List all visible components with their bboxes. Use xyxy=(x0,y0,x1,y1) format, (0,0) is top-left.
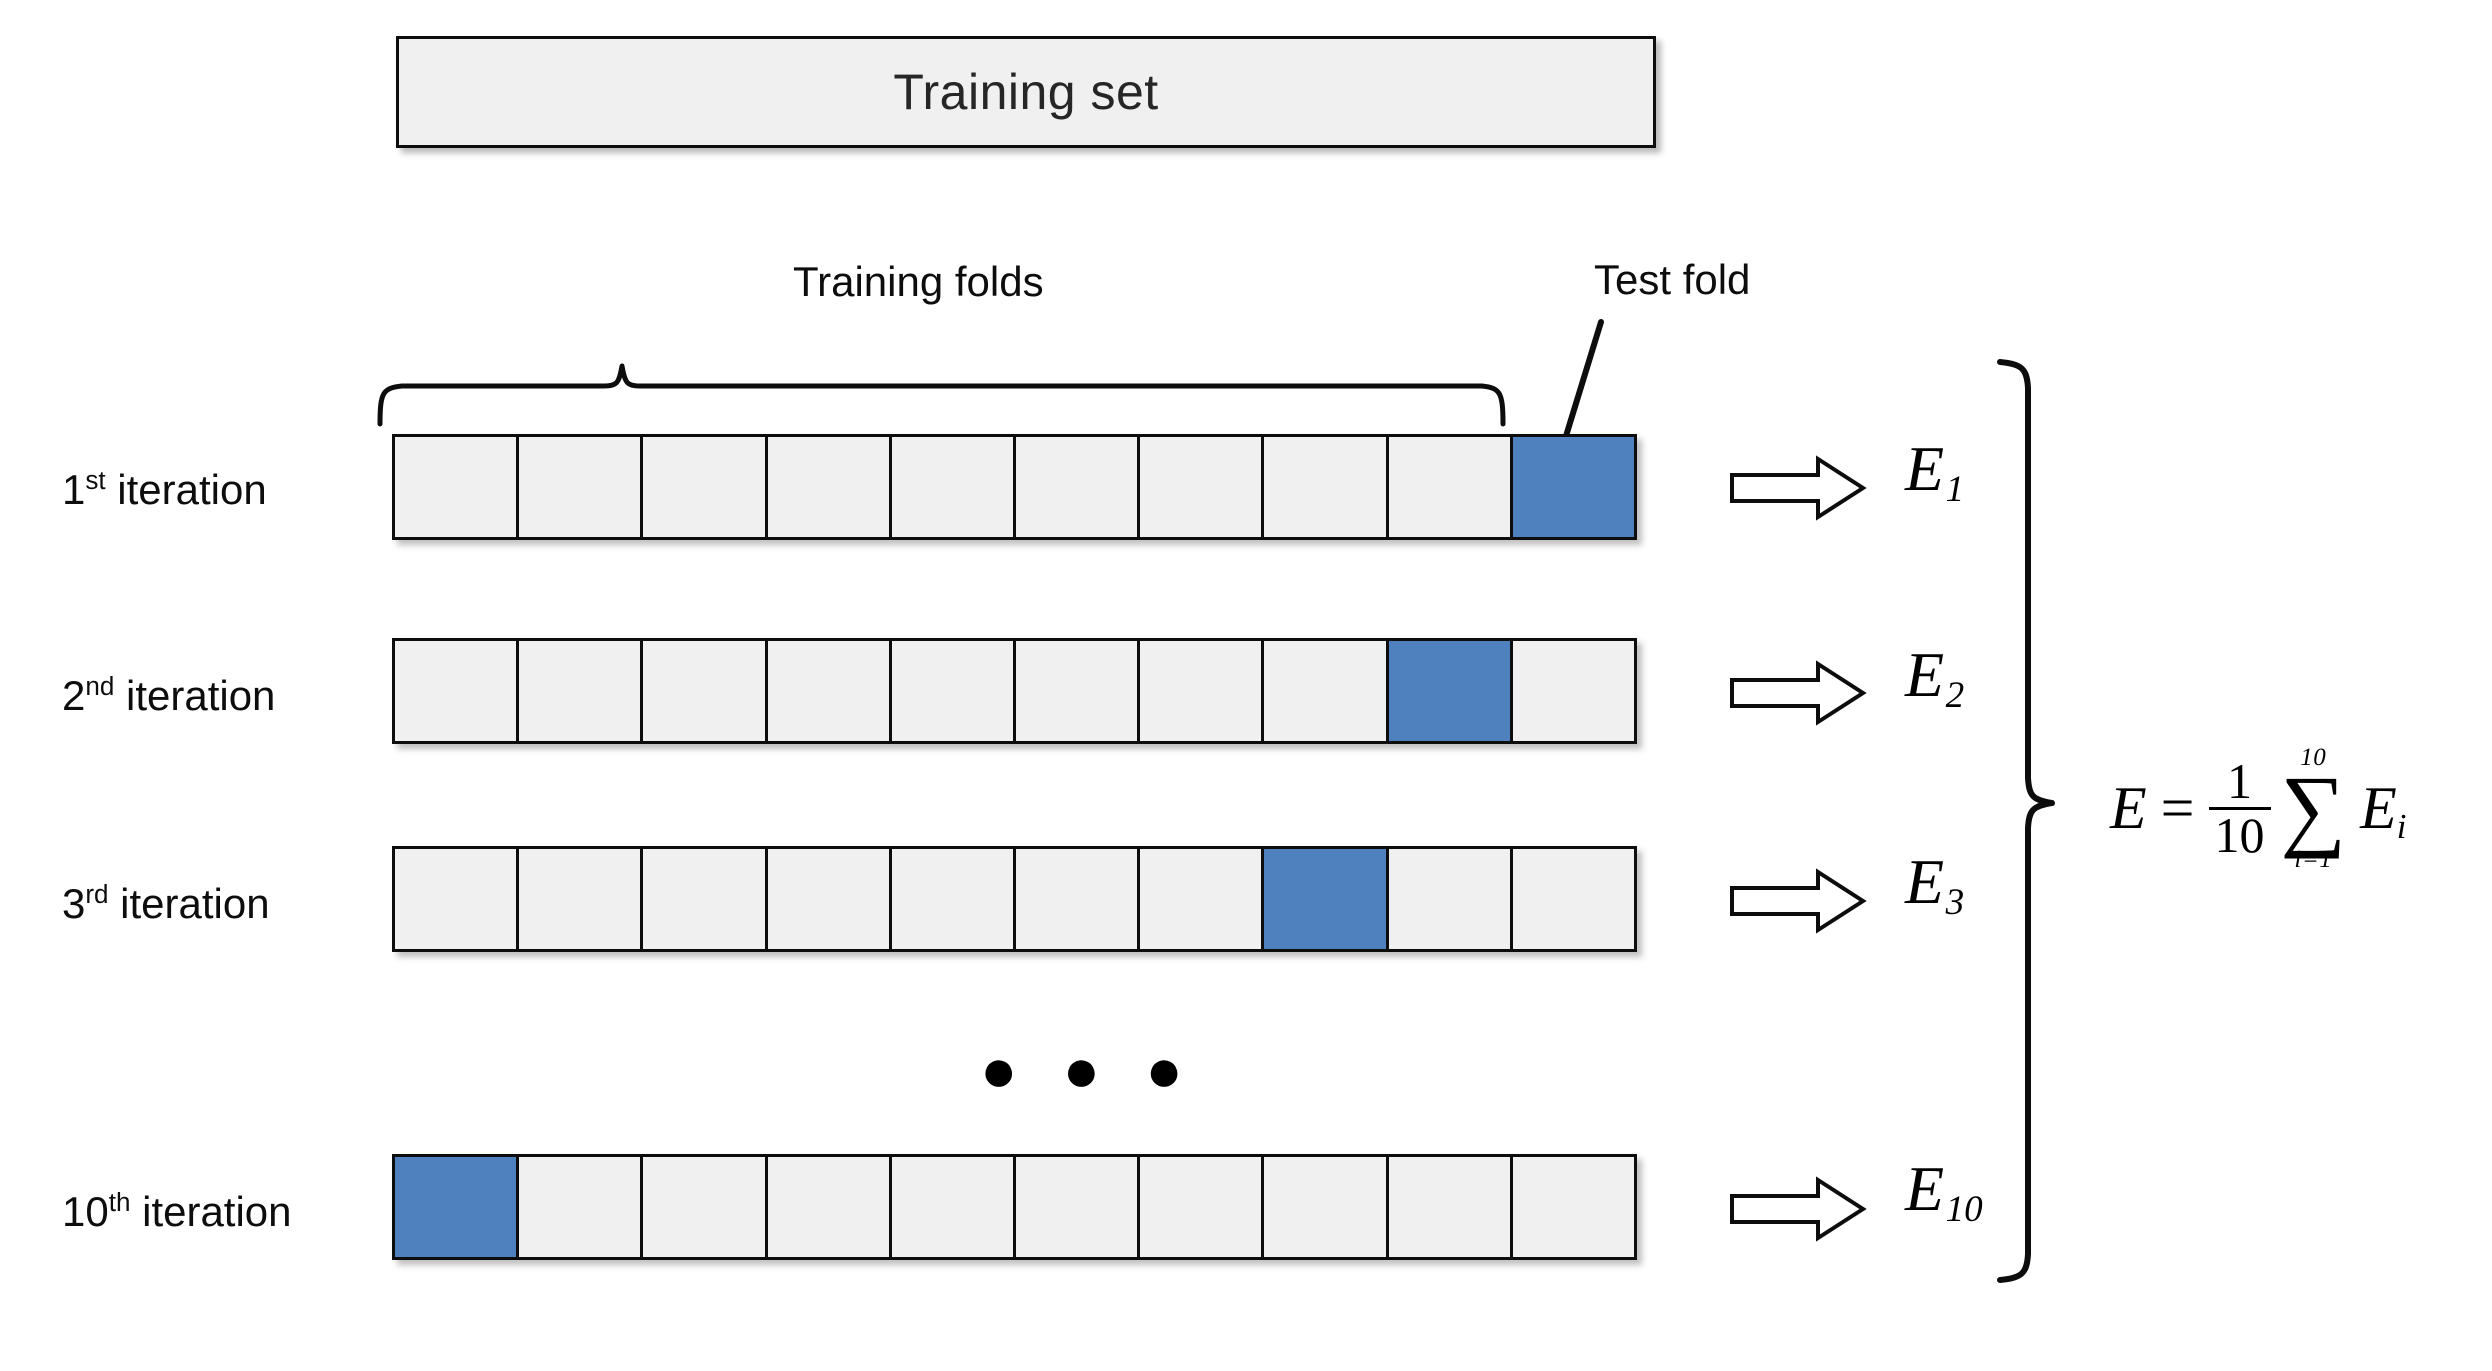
training-fold-cell xyxy=(764,638,892,744)
fold-row-iteration-1 xyxy=(392,434,1637,540)
formula-term: Ei xyxy=(2360,774,2407,847)
training-folds-label: Training folds xyxy=(793,258,1044,305)
test-fold-leader-line xyxy=(1563,319,1604,439)
row-label-10-suffix: iteration xyxy=(130,1188,292,1235)
row-label-10-ordinal: th xyxy=(108,1187,131,1217)
row-label-1-number: 1 xyxy=(62,466,86,513)
error-subscript-10: 10 xyxy=(1945,1189,1983,1231)
training-fold-cell xyxy=(1385,1154,1513,1260)
test-fold-cell xyxy=(1385,638,1513,744)
error-label-iteration-10: E10 xyxy=(1905,1152,1983,1230)
error-subscript-2: 2 xyxy=(1945,675,1965,717)
row-label-iteration-2: 2nd iteration xyxy=(62,672,275,720)
training-fold-cell xyxy=(516,434,644,540)
formula-sum-lower: i=1 xyxy=(2294,845,2333,873)
training-fold-cell xyxy=(888,846,1016,952)
row-label-iteration-10: 10th iteration xyxy=(62,1188,292,1236)
error-symbol-3: E xyxy=(1905,846,1945,917)
training-fold-cell xyxy=(1137,846,1265,952)
row-label-1-ordinal: st xyxy=(85,465,106,495)
training-fold-cell xyxy=(1385,846,1513,952)
training-fold-cell xyxy=(888,434,1016,540)
training-folds-brace xyxy=(377,363,1506,427)
training-fold-cell xyxy=(1385,434,1513,540)
training-fold-cell xyxy=(1261,1154,1389,1260)
training-fold-cell xyxy=(764,434,892,540)
training-fold-cell xyxy=(1509,638,1637,744)
row-label-3-number: 3 xyxy=(62,880,86,927)
formula-fraction: 1 10 xyxy=(2208,752,2271,861)
formula-sum-upper: 10 xyxy=(2300,744,2327,771)
training-fold-cell xyxy=(392,434,520,540)
training-fold-cell xyxy=(640,1154,768,1260)
formula-numerator: 1 xyxy=(2227,752,2252,809)
training-fold-cell xyxy=(392,846,520,952)
training-fold-cell xyxy=(1261,434,1389,540)
row-label-10-number: 10 xyxy=(62,1188,109,1235)
error-subscript-3: 3 xyxy=(1945,882,1965,924)
formula-lhs: E xyxy=(2110,774,2147,841)
training-fold-cell xyxy=(764,1154,892,1260)
training-fold-cell xyxy=(640,434,768,540)
error-symbol-1: E xyxy=(1905,433,1945,504)
test-fold-label: Test fold xyxy=(1594,256,1751,303)
training-fold-cell xyxy=(888,638,1016,744)
training-fold-cell xyxy=(1012,638,1141,744)
average-error-formula: E = 1 10 10 ∑ i=1 Ei xyxy=(2110,745,2406,872)
test-fold-cell xyxy=(1509,434,1637,540)
formula-summation: 10 ∑ i=1 xyxy=(2281,745,2347,872)
row-label-3-suffix: iteration xyxy=(108,880,270,927)
row-label-2-suffix: iteration xyxy=(114,672,276,719)
training-fold-cell xyxy=(1509,1154,1637,1260)
training-fold-cell xyxy=(1012,434,1141,540)
arrow-icon-iteration-10 xyxy=(1730,1176,1867,1242)
row-label-2-number: 2 xyxy=(62,672,86,719)
error-subscript-1: 1 xyxy=(1945,469,1965,511)
training-fold-cell xyxy=(516,846,644,952)
training-fold-cell xyxy=(888,1154,1016,1260)
test-fold-cell xyxy=(1261,846,1389,952)
row-label-1-suffix: iteration xyxy=(105,466,267,513)
error-label-iteration-3: E3 xyxy=(1905,845,1964,923)
training-fold-cell xyxy=(516,1154,644,1260)
error-symbol-2: E xyxy=(1905,639,1945,710)
test-fold-cell xyxy=(392,1154,520,1260)
row-label-iteration-3: 3rd iteration xyxy=(62,880,270,928)
fold-row-iteration-10 xyxy=(392,1154,1637,1260)
training-fold-cell xyxy=(1509,846,1637,952)
training-fold-cell xyxy=(764,846,892,952)
formula-term-subscript: i xyxy=(2396,807,2407,847)
training-set-label: Training set xyxy=(893,64,1159,120)
training-fold-cell xyxy=(1137,1154,1265,1260)
training-fold-cell xyxy=(1012,1154,1141,1260)
training-set-box: Training set xyxy=(396,36,1656,148)
row-label-3-ordinal: rd xyxy=(85,879,109,909)
training-fold-cell xyxy=(1261,638,1389,744)
training-fold-cell xyxy=(640,638,768,744)
fold-row-iteration-3 xyxy=(392,846,1637,952)
arrow-icon-iteration-2 xyxy=(1730,660,1867,726)
error-label-iteration-1: E1 xyxy=(1905,432,1964,510)
arrow-icon-iteration-1 xyxy=(1730,455,1867,521)
ellipsis-dots: ● ● ● xyxy=(980,1036,1197,1105)
training-fold-cell xyxy=(640,846,768,952)
results-brace xyxy=(1997,359,2055,1283)
training-fold-cell xyxy=(392,638,520,744)
error-symbol-10: E xyxy=(1905,1153,1945,1224)
training-fold-cell xyxy=(1137,434,1265,540)
arrow-icon-iteration-3 xyxy=(1730,868,1867,934)
fold-row-iteration-2 xyxy=(392,638,1637,744)
formula-term-symbol: E xyxy=(2360,774,2397,841)
training-fold-cell xyxy=(516,638,644,744)
formula-denominator: 10 xyxy=(2208,806,2271,861)
formula-equals: = xyxy=(2160,774,2195,841)
row-label-iteration-1: 1st iteration xyxy=(62,466,267,514)
error-label-iteration-2: E2 xyxy=(1905,638,1964,716)
row-label-2-ordinal: nd xyxy=(85,671,115,701)
sigma-icon: ∑ xyxy=(2280,757,2347,859)
training-fold-cell xyxy=(1012,846,1141,952)
training-fold-cell xyxy=(1137,638,1265,744)
